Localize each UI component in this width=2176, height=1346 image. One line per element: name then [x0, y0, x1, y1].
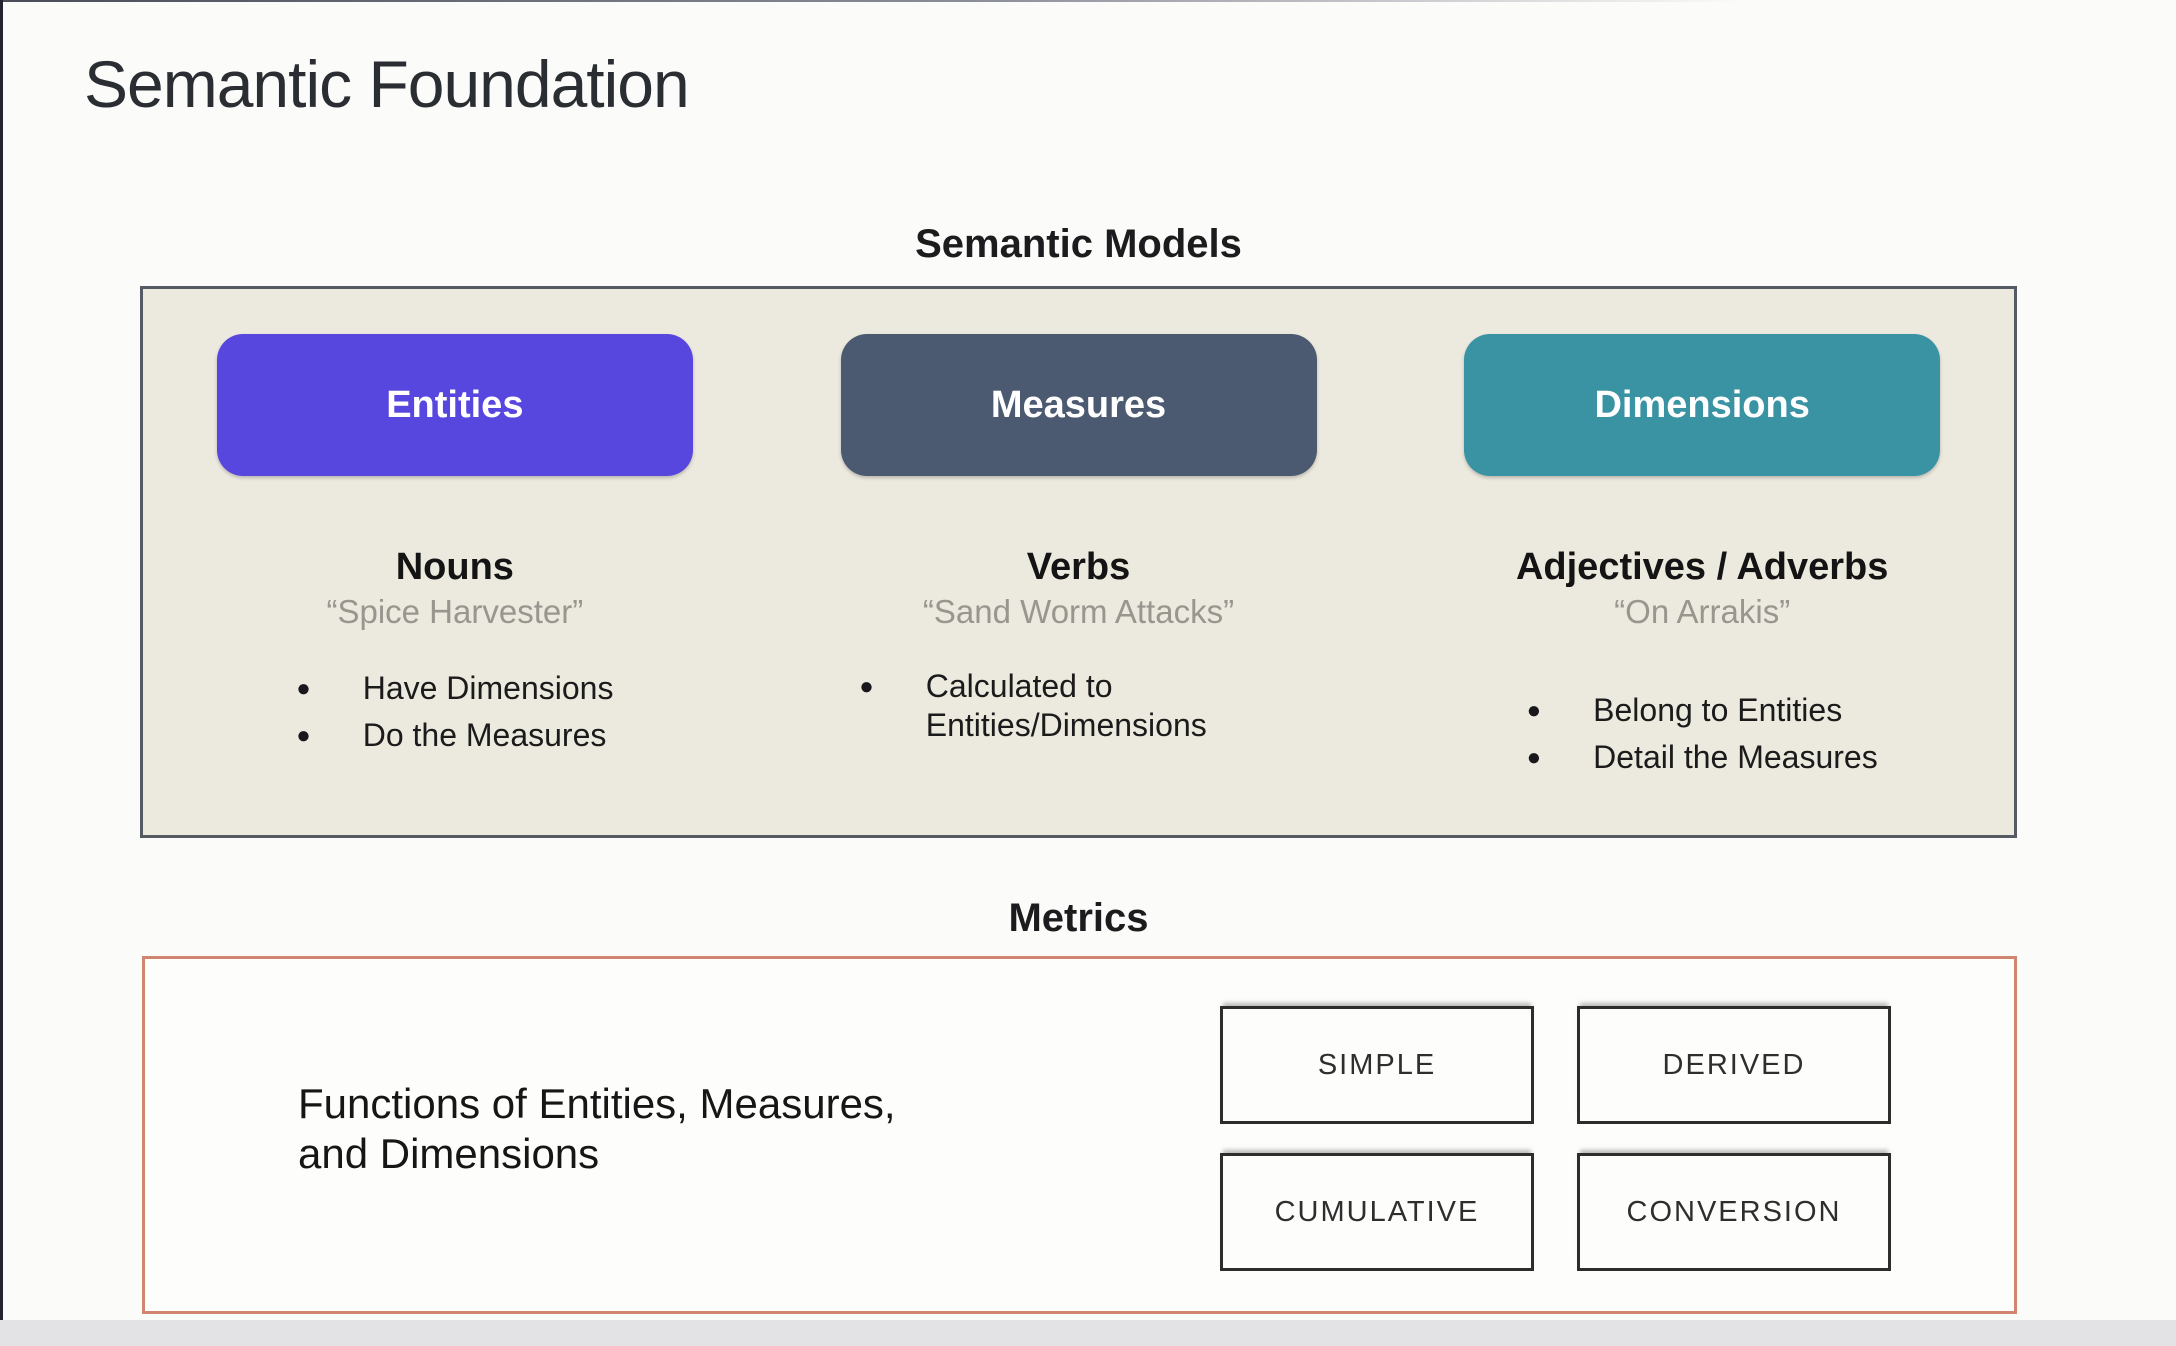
window-left-edge	[0, 0, 3, 1346]
bullet-text: Have Dimensions	[362, 670, 614, 706]
metric-type-derived: DERIVED	[1577, 1006, 1891, 1124]
entities-example-quote: “Spice Harvester”	[326, 593, 584, 630]
bullet-text: Detail the Measures	[1593, 739, 1878, 776]
bullet-icon: ●	[859, 673, 874, 700]
entities-role-label: Nouns	[395, 546, 514, 588]
list-item: ● Calculated to Entities/Dimensions	[859, 667, 1298, 745]
measures-example-quote: “Sand Worm Attacks”	[922, 593, 1235, 630]
bullet-text: Belong to Entities	[1593, 692, 1843, 728]
bullet-text: Do the Measures	[362, 717, 607, 754]
semantic-models-panel: Entities Nouns “Spice Harvester” ● Have …	[140, 286, 2017, 838]
semantic-models-heading: Semantic Models	[915, 222, 1242, 266]
measures-pill: Measures	[840, 334, 1317, 476]
dimensions-column: Dimensions Adjectives / Adverbs “On Arra…	[1390, 289, 2014, 835]
metric-type-conversion: CONVERSION	[1577, 1153, 1891, 1271]
entities-column: Entities Nouns “Spice Harvester” ● Have …	[143, 289, 767, 835]
dimensions-pill: Dimensions	[1464, 334, 1941, 476]
page-title: Semantic Foundation	[84, 47, 690, 121]
bullet-icon: ●	[1526, 697, 1542, 724]
list-item: ● Detail the Measures	[1527, 738, 1878, 777]
dimensions-bullet-list: ● Belong to Entities ● Detail the Measur…	[1527, 691, 1878, 785]
bullet-icon: ●	[296, 722, 311, 750]
metric-type-cumulative: CUMULATIVE	[1220, 1153, 1534, 1271]
list-item: ● Belong to Entities	[1527, 691, 1878, 730]
bullet-icon: ●	[296, 675, 311, 702]
entities-pill: Entities	[216, 334, 693, 476]
list-item: ● Do the Measures	[296, 716, 613, 755]
measures-bullet-list: ● Calculated to Entities/Dimensions	[859, 667, 1298, 753]
measures-column: Measures Verbs “Sand Worm Attacks” ● Cal…	[767, 289, 1391, 835]
window-top-edge	[0, 0, 2176, 2]
bullet-icon: ●	[1526, 744, 1542, 772]
window-bottom-bar	[0, 1320, 2176, 1346]
dimensions-example-quote: “On Arrakis”	[1614, 593, 1791, 630]
dimensions-role-label: Adjectives / Adverbs	[1515, 546, 1889, 588]
entities-bullet-list: ● Have Dimensions ● Do the Measures	[296, 669, 613, 763]
metrics-heading: Metrics	[1008, 896, 1149, 940]
bullet-text: Calculated to Entities/Dimensions	[925, 668, 1207, 744]
metrics-panel: Functions of Entities, Measures, and Dim…	[142, 956, 2017, 1314]
measures-role-label: Verbs	[1026, 546, 1131, 588]
metric-type-simple: SIMPLE	[1220, 1006, 1534, 1124]
metrics-description: Functions of Entities, Measures, and Dim…	[298, 1080, 896, 1178]
list-item: ● Have Dimensions	[296, 669, 613, 708]
